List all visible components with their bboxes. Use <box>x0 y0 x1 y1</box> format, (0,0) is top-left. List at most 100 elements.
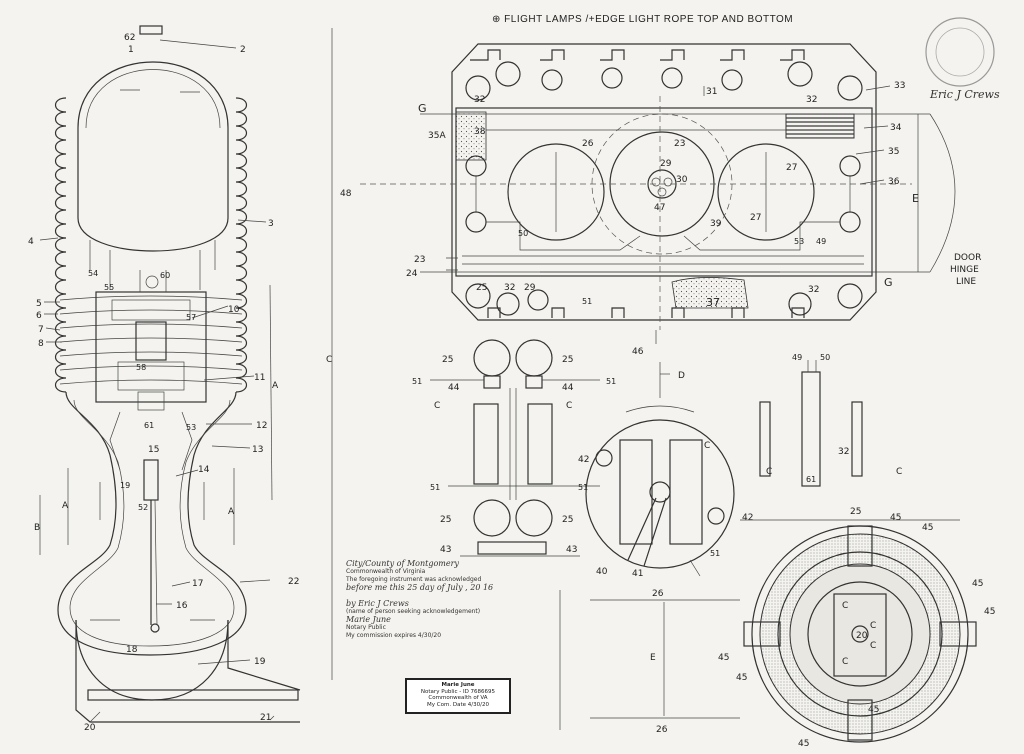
svg-text:10: 10 <box>228 305 240 315</box>
svg-text:50: 50 <box>518 229 528 238</box>
svg-text:40: 40 <box>596 567 608 577</box>
notary-state: Commonwealth of Virginia <box>346 568 426 575</box>
svg-text:12: 12 <box>256 421 267 431</box>
svg-text:45: 45 <box>798 739 809 749</box>
svg-text:29: 29 <box>524 283 536 293</box>
svg-text:6: 6 <box>36 311 42 321</box>
svg-text:C: C <box>434 401 440 411</box>
svg-text:A: A <box>228 507 235 517</box>
svg-text:52: 52 <box>138 503 148 512</box>
svg-text:19: 19 <box>120 481 130 490</box>
svg-text:60: 60 <box>160 271 170 280</box>
svg-text:2: 2 <box>240 45 246 55</box>
svg-text:A: A <box>272 381 279 391</box>
svg-text:48: 48 <box>340 189 352 199</box>
svg-text:53: 53 <box>186 423 196 432</box>
svg-text:25: 25 <box>562 515 573 525</box>
bottom-dimension-figure: 26 E 26 <box>559 589 740 735</box>
svg-text:C: C <box>566 401 572 411</box>
stamp-expires: My Com. Date 4/30/20 <box>427 701 489 708</box>
svg-text:C: C <box>870 641 876 651</box>
svg-text:D: D <box>678 371 685 381</box>
svg-text:35A: 35A <box>428 131 446 141</box>
svg-text:44: 44 <box>562 383 574 393</box>
svg-text:33: 33 <box>894 81 905 91</box>
svg-text:25: 25 <box>850 507 861 517</box>
svg-text:21: 21 <box>260 713 271 723</box>
notary-by-caption: (name of person seeking acknowledgement) <box>346 608 481 615</box>
svg-text:C: C <box>842 601 848 611</box>
svg-text:4: 4 <box>28 237 34 247</box>
notary-seal <box>925 17 995 87</box>
svg-text:49: 49 <box>816 237 826 246</box>
svg-text:32: 32 <box>806 95 817 105</box>
svg-text:45: 45 <box>922 523 933 533</box>
svg-text:26: 26 <box>652 589 664 599</box>
svg-text:26: 26 <box>582 139 594 149</box>
svg-text:45: 45 <box>868 705 879 715</box>
svg-text:25: 25 <box>476 283 487 293</box>
svg-text:A: A <box>62 501 69 511</box>
notary-line2: before me this 25 day of July , 20 16 <box>346 583 494 592</box>
stamp-id: Notary Public - ID 7686695 <box>420 688 496 695</box>
svg-text:53: 53 <box>794 237 804 246</box>
notary-by-line: by Eric J Crews <box>346 599 409 608</box>
svg-text:17: 17 <box>192 579 203 589</box>
svg-text:E: E <box>912 192 919 205</box>
svg-text:44: 44 <box>448 383 460 393</box>
svg-text:27: 27 <box>750 213 761 223</box>
svg-text:34: 34 <box>890 123 902 133</box>
svg-text:45: 45 <box>736 673 747 683</box>
middle-views-figure: 25 25 44 44 51 51 C C 51 51 25 25 43 43 … <box>412 339 902 557</box>
svg-text:37: 37 <box>706 296 720 309</box>
svg-text:51: 51 <box>582 297 592 306</box>
svg-text:16: 16 <box>176 601 188 611</box>
inventor-signature: Eric J Crews <box>929 88 1000 101</box>
svg-text:C: C <box>326 355 332 365</box>
svg-text:HINGE: HINGE <box>950 265 979 275</box>
svg-text:51: 51 <box>710 549 720 558</box>
svg-text:45: 45 <box>984 607 995 617</box>
notary-stamp: Marie June Notary Public - ID 7686695 Co… <box>405 678 511 714</box>
svg-text:47: 47 <box>654 203 665 213</box>
svg-text:15: 15 <box>148 445 159 455</box>
svg-text:LINE: LINE <box>956 277 976 287</box>
svg-text:DOOR: DOOR <box>954 253 981 263</box>
svg-text:42: 42 <box>742 513 753 523</box>
svg-text:25: 25 <box>562 355 573 365</box>
svg-text:31: 31 <box>706 87 717 97</box>
notary-signature: Marie June <box>346 615 391 624</box>
svg-text:25: 25 <box>440 515 451 525</box>
svg-text:57: 57 <box>186 313 196 322</box>
svg-text:G: G <box>884 276 893 289</box>
svg-text:46: 46 <box>632 347 644 357</box>
left-vessel-figure: 62 1 2 3 4 5 6 7 8 10 11 12 13 14 15 16 … <box>28 25 333 733</box>
svg-text:C: C <box>870 621 876 631</box>
notary-expires: My commission expires 4/30/20 <box>346 632 442 639</box>
svg-text:39: 39 <box>710 219 722 229</box>
svg-text:E: E <box>650 653 656 663</box>
svg-text:61: 61 <box>144 421 154 430</box>
top-view-figure: 32 32 31 33 34 35 36 35A 38 26 23 29 30 … <box>340 43 981 357</box>
svg-text:25: 25 <box>442 355 453 365</box>
svg-text:24: 24 <box>406 269 418 279</box>
svg-text:G: G <box>418 102 427 115</box>
svg-text:45: 45 <box>718 653 729 663</box>
svg-text:51: 51 <box>606 377 616 386</box>
stamp-state: Commonwealth of VA <box>428 695 488 701</box>
svg-text:32: 32 <box>474 95 485 105</box>
svg-text:55: 55 <box>104 283 114 292</box>
svg-text:51: 51 <box>430 483 440 492</box>
svg-text:20: 20 <box>84 723 96 733</box>
svg-text:27: 27 <box>786 163 797 173</box>
svg-text:C: C <box>766 467 772 477</box>
svg-text:32: 32 <box>838 447 849 457</box>
notary-county: City/County of Montgomery <box>346 559 459 568</box>
notary-line1: The foregoing instrument was acknowledge… <box>346 576 482 583</box>
svg-text:C: C <box>704 441 710 451</box>
svg-text:51: 51 <box>578 483 588 492</box>
circular-view-figure: 25 45 45 45 45 45 45 45 45 20 C C C C <box>718 507 995 749</box>
svg-text:45: 45 <box>972 579 983 589</box>
rotation-view-figure: 42 42 40 41 51 C <box>578 405 753 579</box>
